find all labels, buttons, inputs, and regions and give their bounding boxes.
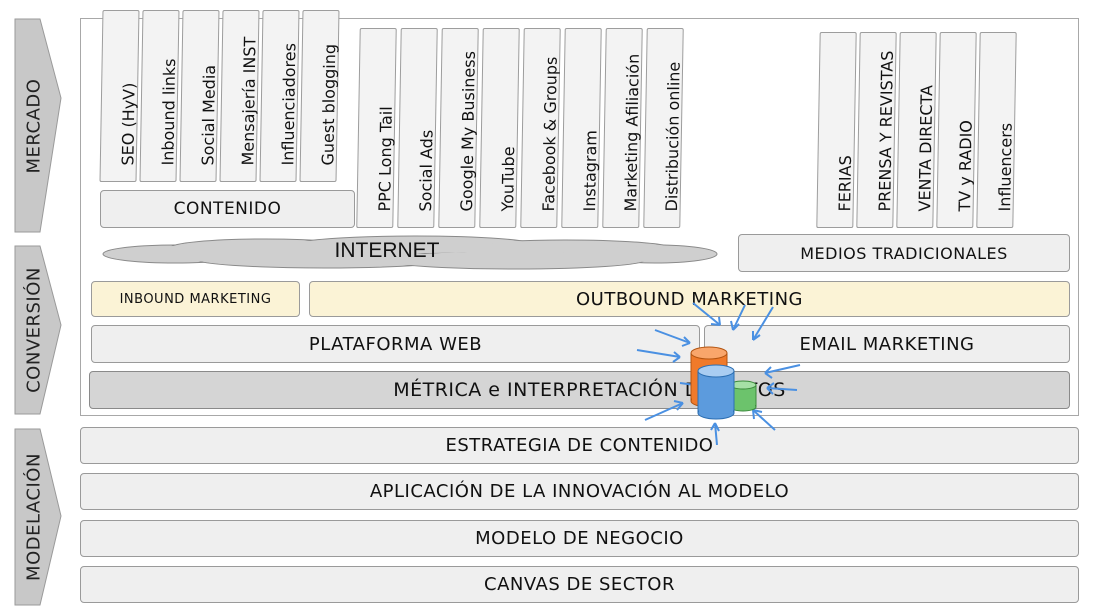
- channel-tab: Inbound links: [139, 10, 180, 182]
- channel-tab-label: TV y RADIO: [954, 120, 976, 212]
- channel-tab-label: Social Ads: [415, 129, 436, 212]
- channel-tab-label: PRENSA Y REVISTAS: [874, 50, 897, 212]
- channel-tab-label: Guest blogging: [317, 43, 339, 166]
- channel-tab-label: Influenciadores: [277, 43, 299, 166]
- channel-tab: Marketing Afiliación: [602, 28, 643, 228]
- channel-tab-label: PPC Long Tail: [374, 106, 396, 212]
- channel-tab: VENTA DIRECTA: [896, 32, 937, 228]
- channel-tab: Google My Business: [438, 28, 479, 228]
- channel-tab: Influencers: [976, 32, 1017, 228]
- outbound-marketing-box: OUTBOUND MARKETING: [309, 281, 1070, 317]
- layer-label: MODELO DE NEGOCIO: [475, 528, 684, 549]
- channel-tab: SEO (HyV): [99, 10, 140, 182]
- contenido-label: CONTENIDO: [173, 199, 282, 219]
- medios-tradicionales-label: MEDIOS TRADICIONALES: [800, 243, 1008, 263]
- stage-arrow-mercado: MERCADO: [14, 18, 62, 233]
- channel-tab-label: VENTA DIRECTA: [914, 85, 936, 212]
- email-marketing-box: EMAIL MARKETING: [704, 325, 1070, 363]
- layer-aplicacion-innovacion: APLICACIÓN DE LA INNOVACIÓN AL MODELO: [80, 473, 1079, 510]
- plataforma-web-box: PLATAFORMA WEB: [91, 325, 700, 363]
- inbound-marketing-box: INBOUND MARKETING: [91, 281, 300, 317]
- internet-label: INTERNET: [334, 239, 440, 262]
- channel-tab-label: Influencers: [994, 122, 1016, 212]
- stage-label-mercado: MERCADO: [23, 78, 45, 173]
- channel-tab: FERIAS: [816, 32, 857, 228]
- channel-tab: Guest blogging: [299, 10, 340, 182]
- channel-tab: TV y RADIO: [936, 32, 977, 228]
- layer-estrategia-contenido: ESTRATEGIA DE CONTENIDO: [80, 427, 1079, 464]
- layer-label: ESTRATEGIA DE CONTENIDO: [445, 435, 714, 456]
- channel-tab-label: YouTube: [497, 146, 518, 212]
- stage-arrow-modelacion: MODELACIÓN: [14, 428, 62, 606]
- database-cluster: [625, 295, 810, 446]
- layer-modelo-negocio: MODELO DE NEGOCIO: [80, 520, 1079, 557]
- database-cylinder-icon: [697, 364, 735, 420]
- channel-tab: Influenciadores: [259, 10, 300, 182]
- cloud-icon: [102, 235, 718, 270]
- stage-arrow-conversion: CONVERSIÓN: [14, 245, 62, 415]
- channel-tab-label: Distribución online: [661, 61, 684, 212]
- channel-tab: Social Media: [179, 10, 220, 182]
- layer-label: CANVAS DE SECTOR: [484, 574, 675, 595]
- channel-tab: Instagram: [561, 28, 602, 228]
- stage-label-modelacion: MODELACIÓN: [23, 453, 45, 581]
- channel-tab: YouTube: [479, 28, 520, 228]
- channel-tab-label: Facebook & Groups: [538, 56, 561, 212]
- channel-tab: Mensajería INST: [219, 10, 260, 182]
- channel-tab-label: Google My Business: [456, 51, 479, 212]
- channel-tab-label: FERIAS: [834, 155, 855, 212]
- stage-label-conversion: CONVERSIÓN: [23, 267, 45, 393]
- channel-tab-label: Inbound links: [157, 58, 179, 166]
- database-cylinder-icon: [729, 380, 757, 412]
- channel-tab-label: Social Media: [197, 64, 219, 166]
- channel-tab: Facebook & Groups: [520, 28, 561, 228]
- channel-tab: PPC Long Tail: [356, 28, 397, 228]
- outbound-marketing-label: OUTBOUND MARKETING: [575, 288, 803, 310]
- metrica-box: MÉTRICA e INTERPRETACIÓN DE DATOS: [89, 371, 1070, 409]
- channel-tab-label: Instagram: [579, 130, 600, 212]
- channel-tab-label: Marketing Afiliación: [620, 53, 643, 212]
- channel-tab: Distribución online: [643, 28, 684, 228]
- email-marketing-label: EMAIL MARKETING: [799, 333, 975, 355]
- signal-arrow-icon: [636, 302, 801, 446]
- channel-tab: Social Ads: [397, 28, 438, 228]
- plataforma-web-label: PLATAFORMA WEB: [308, 333, 483, 355]
- layer-label: APLICACIÓN DE LA INNOVACIÓN AL MODELO: [369, 481, 790, 502]
- channel-tab: PRENSA Y REVISTAS: [856, 32, 897, 228]
- channel-tab-label: Mensajería INST: [237, 36, 260, 166]
- inbound-marketing-label: INBOUND MARKETING: [119, 291, 272, 307]
- internet-cloud: INTERNET: [95, 235, 725, 271]
- contenido-box: CONTENIDO: [100, 190, 355, 228]
- layer-canvas-sector: CANVAS DE SECTOR: [80, 566, 1079, 603]
- medios-tradicionales-box: MEDIOS TRADICIONALES: [738, 234, 1070, 272]
- channel-tab-label: SEO (HyV): [117, 82, 139, 166]
